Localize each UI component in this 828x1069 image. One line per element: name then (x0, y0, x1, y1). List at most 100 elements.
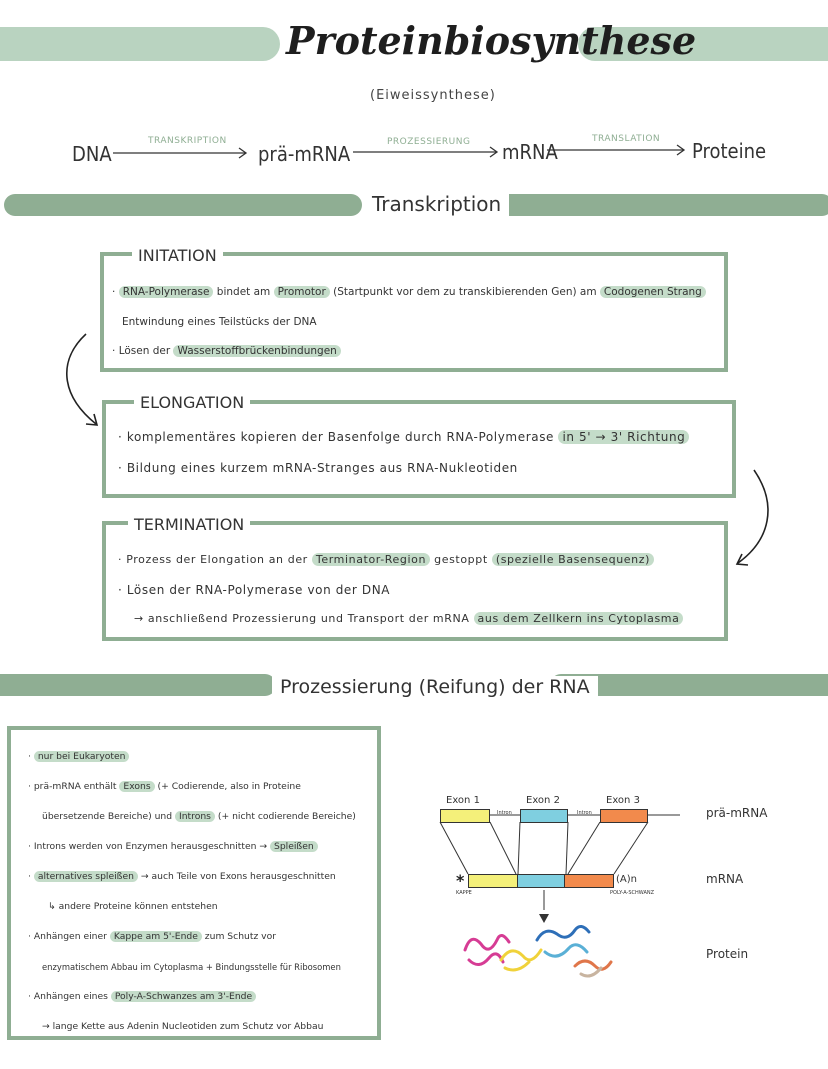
flow-label-prozessierung: PROZESSIERUNG (387, 137, 471, 147)
connector (565, 821, 569, 875)
arrow-head (539, 914, 549, 923)
intron-label-2: Intron (577, 810, 592, 816)
bullet: · (28, 781, 34, 792)
list-item: · Anhängen einer Kappe am 5'-Ende zum Sc… (28, 922, 356, 952)
intron-label-1: Intron (497, 810, 512, 816)
page-subtitle: (Eiweissynthese) (370, 88, 496, 103)
bullet: · (28, 931, 34, 942)
label-mrna: mRNA (706, 872, 744, 886)
flow-mrna: mRNA (502, 140, 558, 164)
label-pra-mrna: prä-mRNA (706, 806, 768, 820)
text: gestoppt (430, 553, 492, 566)
text: Bildung eines kurzem mRNA-Stranges aus R… (126, 461, 518, 475)
connector (567, 821, 601, 875)
mrna-exon2 (517, 874, 565, 888)
elongation-line-1: · komplementäres kopieren der Basenfolge… (118, 430, 690, 444)
text: enzymatischem Abbau im Cytoplasma + Bind… (42, 962, 341, 972)
poly-a-label: (A)n (616, 874, 637, 885)
hl-promotor: Promotor (273, 286, 330, 298)
transkription-heading: Transkription (364, 192, 510, 216)
bullet: · (28, 841, 34, 852)
mrna-exon3 (564, 874, 614, 888)
text: Lösen der RNA-Polymerase von der DNA (126, 583, 391, 597)
initiation-box (100, 252, 728, 372)
flow-label-translation: TRANSLATION (592, 134, 661, 144)
hl-codogenen-strang: Codogenen Strang (599, 286, 706, 298)
termination-title: TERMINATION (128, 515, 251, 534)
label-protein: Protein (706, 947, 749, 961)
hl-wasserstoff: Wasserstoffbrückenbindungen (173, 345, 341, 357)
text: Lösen der (118, 345, 174, 357)
bullet: · (28, 871, 34, 882)
list-item: · prä-mRNA enthält Exons (+ Codierende, … (28, 772, 356, 802)
text: (+ Codierende, also in Proteine (154, 781, 301, 792)
connector (517, 821, 521, 875)
prozessierung-band-left (0, 674, 276, 696)
curve-arrow-right (737, 469, 769, 564)
flow-proteine: Proteine (692, 139, 767, 163)
poly-a-caption: POLY-A-SCHWANZ (610, 890, 655, 896)
hl-introns: Introns (175, 811, 215, 822)
mrna-exon1 (468, 874, 518, 888)
hl-eukaryoten: nur bei Eukaryoten (33, 751, 130, 762)
page-title: Proteinbiosynthese (286, 18, 697, 63)
termination-line-3: → anschließend Prozessierung und Transpo… (134, 612, 684, 625)
hl-terminator: Terminator-Region (311, 553, 431, 566)
hl-exons: Exons (119, 781, 155, 792)
text: → anschließend Prozessierung und Transpo… (134, 612, 474, 625)
hl-alternatives: alternatives spleißen (33, 871, 138, 882)
list-item: ↳ andere Proteine können entstehen (28, 892, 356, 922)
prozessierung-box (7, 726, 381, 1040)
hl-spleissen: Spleißen (269, 841, 318, 852)
exon3-box (600, 809, 648, 823)
flow-dna: DNA (72, 142, 112, 166)
text: zum Schutz vor (201, 931, 277, 942)
header-band-right (578, 27, 828, 61)
bullet: · (28, 991, 34, 1002)
bullet: · (28, 751, 34, 762)
protein-illustration (463, 925, 613, 978)
cap-label: KAPPE (456, 890, 472, 896)
elongation-box (102, 400, 736, 498)
text: Anhängen eines (33, 991, 111, 1002)
bullet: · (118, 583, 127, 597)
initiation-title: INITATION (132, 246, 223, 265)
hl-richtung: in 5' → 3' Richtung (558, 430, 690, 444)
text: übersetzende Bereiche) und (42, 811, 175, 822)
hl-poly-a: Poly-A-Schwanzes am 3'-Ende (110, 991, 257, 1002)
exon3-label: Exon 3 (606, 795, 640, 806)
text: komplementäres kopieren der Basenfolge d… (126, 430, 559, 444)
text: → auch Teile von Exons herausgeschnitten (137, 871, 336, 882)
connector (439, 821, 469, 875)
text: → lange Kette aus Adenin Nucleotiden zum… (42, 1021, 324, 1032)
text: Anhängen einer (33, 931, 110, 942)
text: Prozess der Elongation an der (126, 553, 312, 566)
termination-line-2: · Lösen der RNA-Polymerase von der DNA (118, 583, 390, 597)
exon1-box (440, 809, 490, 823)
exon2-label: Exon 2 (526, 795, 560, 806)
text: ↳ andere Proteine können entstehen (48, 901, 218, 912)
text: (+ nicht codierende Bereiche) (214, 811, 356, 822)
list-item: enzymatischem Abbau im Cytoplasma + Bind… (28, 952, 356, 982)
list-item: → lange Kette aus Adenin Nucleotiden zum… (28, 1012, 356, 1042)
exon2-box (520, 809, 568, 823)
bullet: · (118, 430, 127, 444)
flow-label-transkription: TRANSKRIPTION (148, 136, 227, 146)
bullet: · (118, 461, 127, 475)
connector (613, 821, 649, 875)
text: Introns werden von Enzymen herausgeschni… (33, 841, 270, 852)
elongation-line-2: · Bildung eines kurzem mRNA-Stranges aus… (118, 461, 518, 475)
bullet: · (118, 553, 127, 566)
bullet: · (112, 286, 119, 298)
text: bindet am (213, 286, 274, 298)
prozessierung-heading: Prozessierung (Reifung) der RNA (272, 676, 598, 698)
flow-arrows (113, 144, 686, 159)
initiation-line-1: · RNA-Polymerase bindet am Promotor (Sta… (112, 286, 706, 298)
list-item: · Anhängen eines Poly-A-Schwanzes am 3'-… (28, 982, 356, 1012)
header-band-left (0, 27, 280, 61)
prozessierung-list: · nur bei Eukaryoten · prä-mRNA enthält … (28, 742, 356, 1042)
hl-zellkern: aus dem Zellkern ins Cytoplasma (473, 612, 684, 625)
termination-line-1: · Prozess der Elongation an der Terminat… (118, 553, 654, 566)
hl-kappe: Kappe am 5'-Ende (109, 931, 202, 942)
exon1-label: Exon 1 (446, 795, 480, 806)
